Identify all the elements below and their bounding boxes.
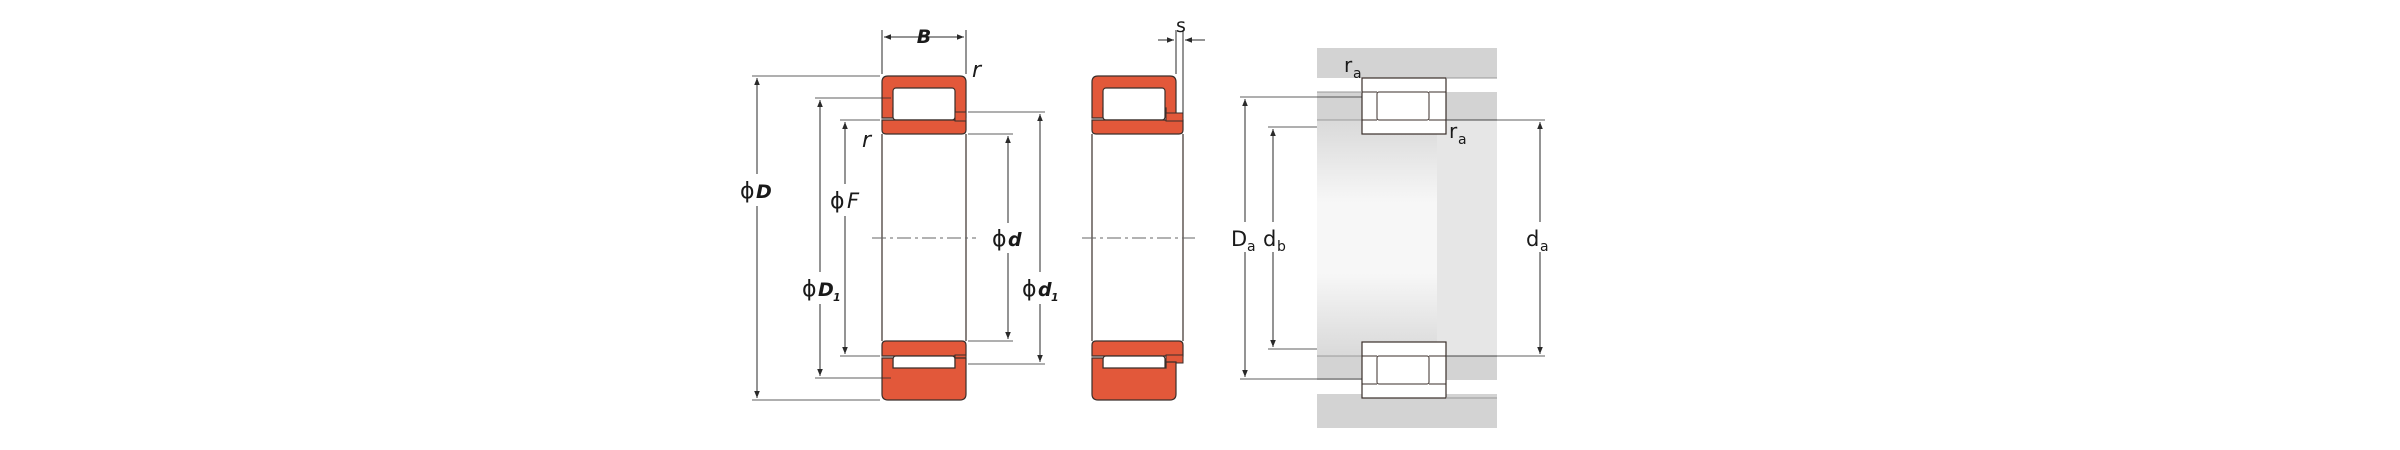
outer-diameter-dimension: ϕ D (738, 78, 776, 398)
shaft (1317, 120, 1437, 356)
shaft-abutment-dimension: d b (1260, 129, 1292, 347)
shaft-shoulder-label: d (1526, 227, 1539, 251)
axial-displacement-dimension: s (1158, 15, 1205, 118)
outer-raceway-dimension: ϕ D 1 (800, 100, 846, 376)
housing-radius-label: r (1344, 53, 1353, 77)
inner-raceway-dimension: ϕ d 1 (1020, 114, 1064, 362)
shaft-shoulder (1437, 120, 1497, 356)
shaft-abutment-subscript: b (1277, 239, 1286, 255)
inner-raceway-label: d (1038, 279, 1052, 301)
width-label: B (917, 26, 931, 48)
shaft-shoulder-subscript: a (1540, 239, 1549, 255)
outer-raceway-subscript: 1 (833, 291, 841, 304)
shaft-abutment-label: d (1263, 227, 1276, 251)
flange-diameter-dimension: ϕ F (828, 122, 868, 354)
radius-label-inner: r (862, 128, 873, 153)
side-roller-top (1102, 87, 1166, 121)
inner-raceway-subscript: 1 (1051, 291, 1059, 304)
mounting-view: D a d b d a r a r a (1228, 48, 1556, 428)
housing-abutment-label: D (1231, 227, 1247, 251)
bore-label: d (1008, 229, 1022, 251)
housing-abutment-subscript: a (1247, 239, 1256, 255)
flange-dia-symbol: ϕ (830, 189, 845, 214)
inner-raceway-symbol: ϕ (1022, 277, 1037, 302)
mount-bearing-bottom (1361, 341, 1447, 399)
width-dimension: B (881, 26, 967, 74)
outer-dia-symbol: ϕ (740, 179, 755, 204)
side-section-view: s (1082, 15, 1205, 401)
side-outer-ring-bottom (1091, 357, 1177, 401)
cross-section-view: B r r ϕ D ϕ D 1 (738, 26, 1064, 401)
housing-radius-subscript: a (1353, 66, 1362, 82)
inner-ring-top (881, 111, 967, 135)
outer-raceway-label: D (818, 279, 834, 301)
shaft-radius-subscript: a (1458, 132, 1467, 148)
side-inner-ring-top (1091, 112, 1184, 135)
outer-ring-bottom (881, 357, 967, 401)
shaft-radius-label: r (1449, 119, 1458, 143)
outer-raceway-symbol: ϕ (802, 277, 817, 302)
mount-bearing-top (1361, 77, 1447, 135)
outer-dia-label: D (756, 181, 772, 203)
bore-symbol: ϕ (992, 227, 1007, 252)
flange-dia-label: F (847, 189, 860, 213)
axial-displacement-label: s (1176, 15, 1186, 37)
shaft-shoulder-dimension: d a (1524, 122, 1556, 354)
housing-abutment-dimension: D a (1228, 99, 1264, 377)
side-inner-ring-bottom (1091, 340, 1184, 364)
bore-dimension: ϕ d (990, 136, 1026, 339)
radius-label-top: r (972, 58, 983, 83)
roller-top (892, 87, 956, 121)
